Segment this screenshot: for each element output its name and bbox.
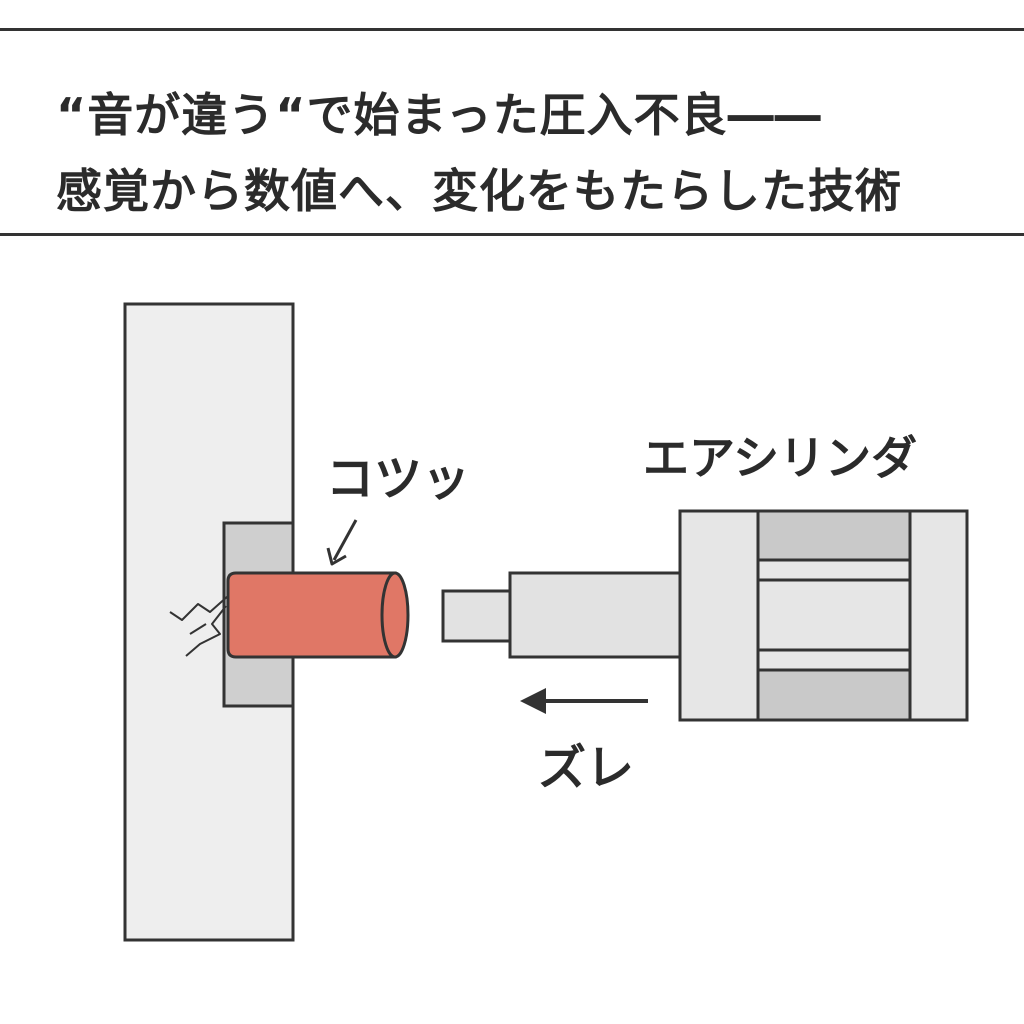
- pin-end-face: [380, 571, 410, 659]
- cylinder-bar-top: [756, 509, 912, 562]
- cylinder-bar-upper-mid: [756, 558, 912, 582]
- sound-label: コツッ: [326, 451, 470, 507]
- shift-label: ズレ: [538, 740, 634, 796]
- sound-arrow: [326, 519, 358, 566]
- cylinder-label: エアシリンダ: [643, 431, 917, 485]
- cylinder-rod-tip: [441, 589, 512, 643]
- press-pin: [226, 571, 410, 659]
- cylinder-rod: [508, 571, 684, 659]
- shift-arrow: [520, 688, 648, 714]
- title-line-2: 感覚から数値へ、変化をもたらした技術: [56, 164, 902, 218]
- cylinder-bar-lower-mid: [756, 648, 912, 672]
- crack-marks: [169, 595, 229, 657]
- title-line-1: “音が違う“で始まった圧入不良――: [56, 88, 822, 142]
- title-band: “音が違う“で始まった圧入不良―― 感覚から数値へ、変化をもたらした技術: [0, 28, 1024, 236]
- air-cylinder: [678, 509, 969, 722]
- cylinder-bar-bottom: [756, 668, 912, 722]
